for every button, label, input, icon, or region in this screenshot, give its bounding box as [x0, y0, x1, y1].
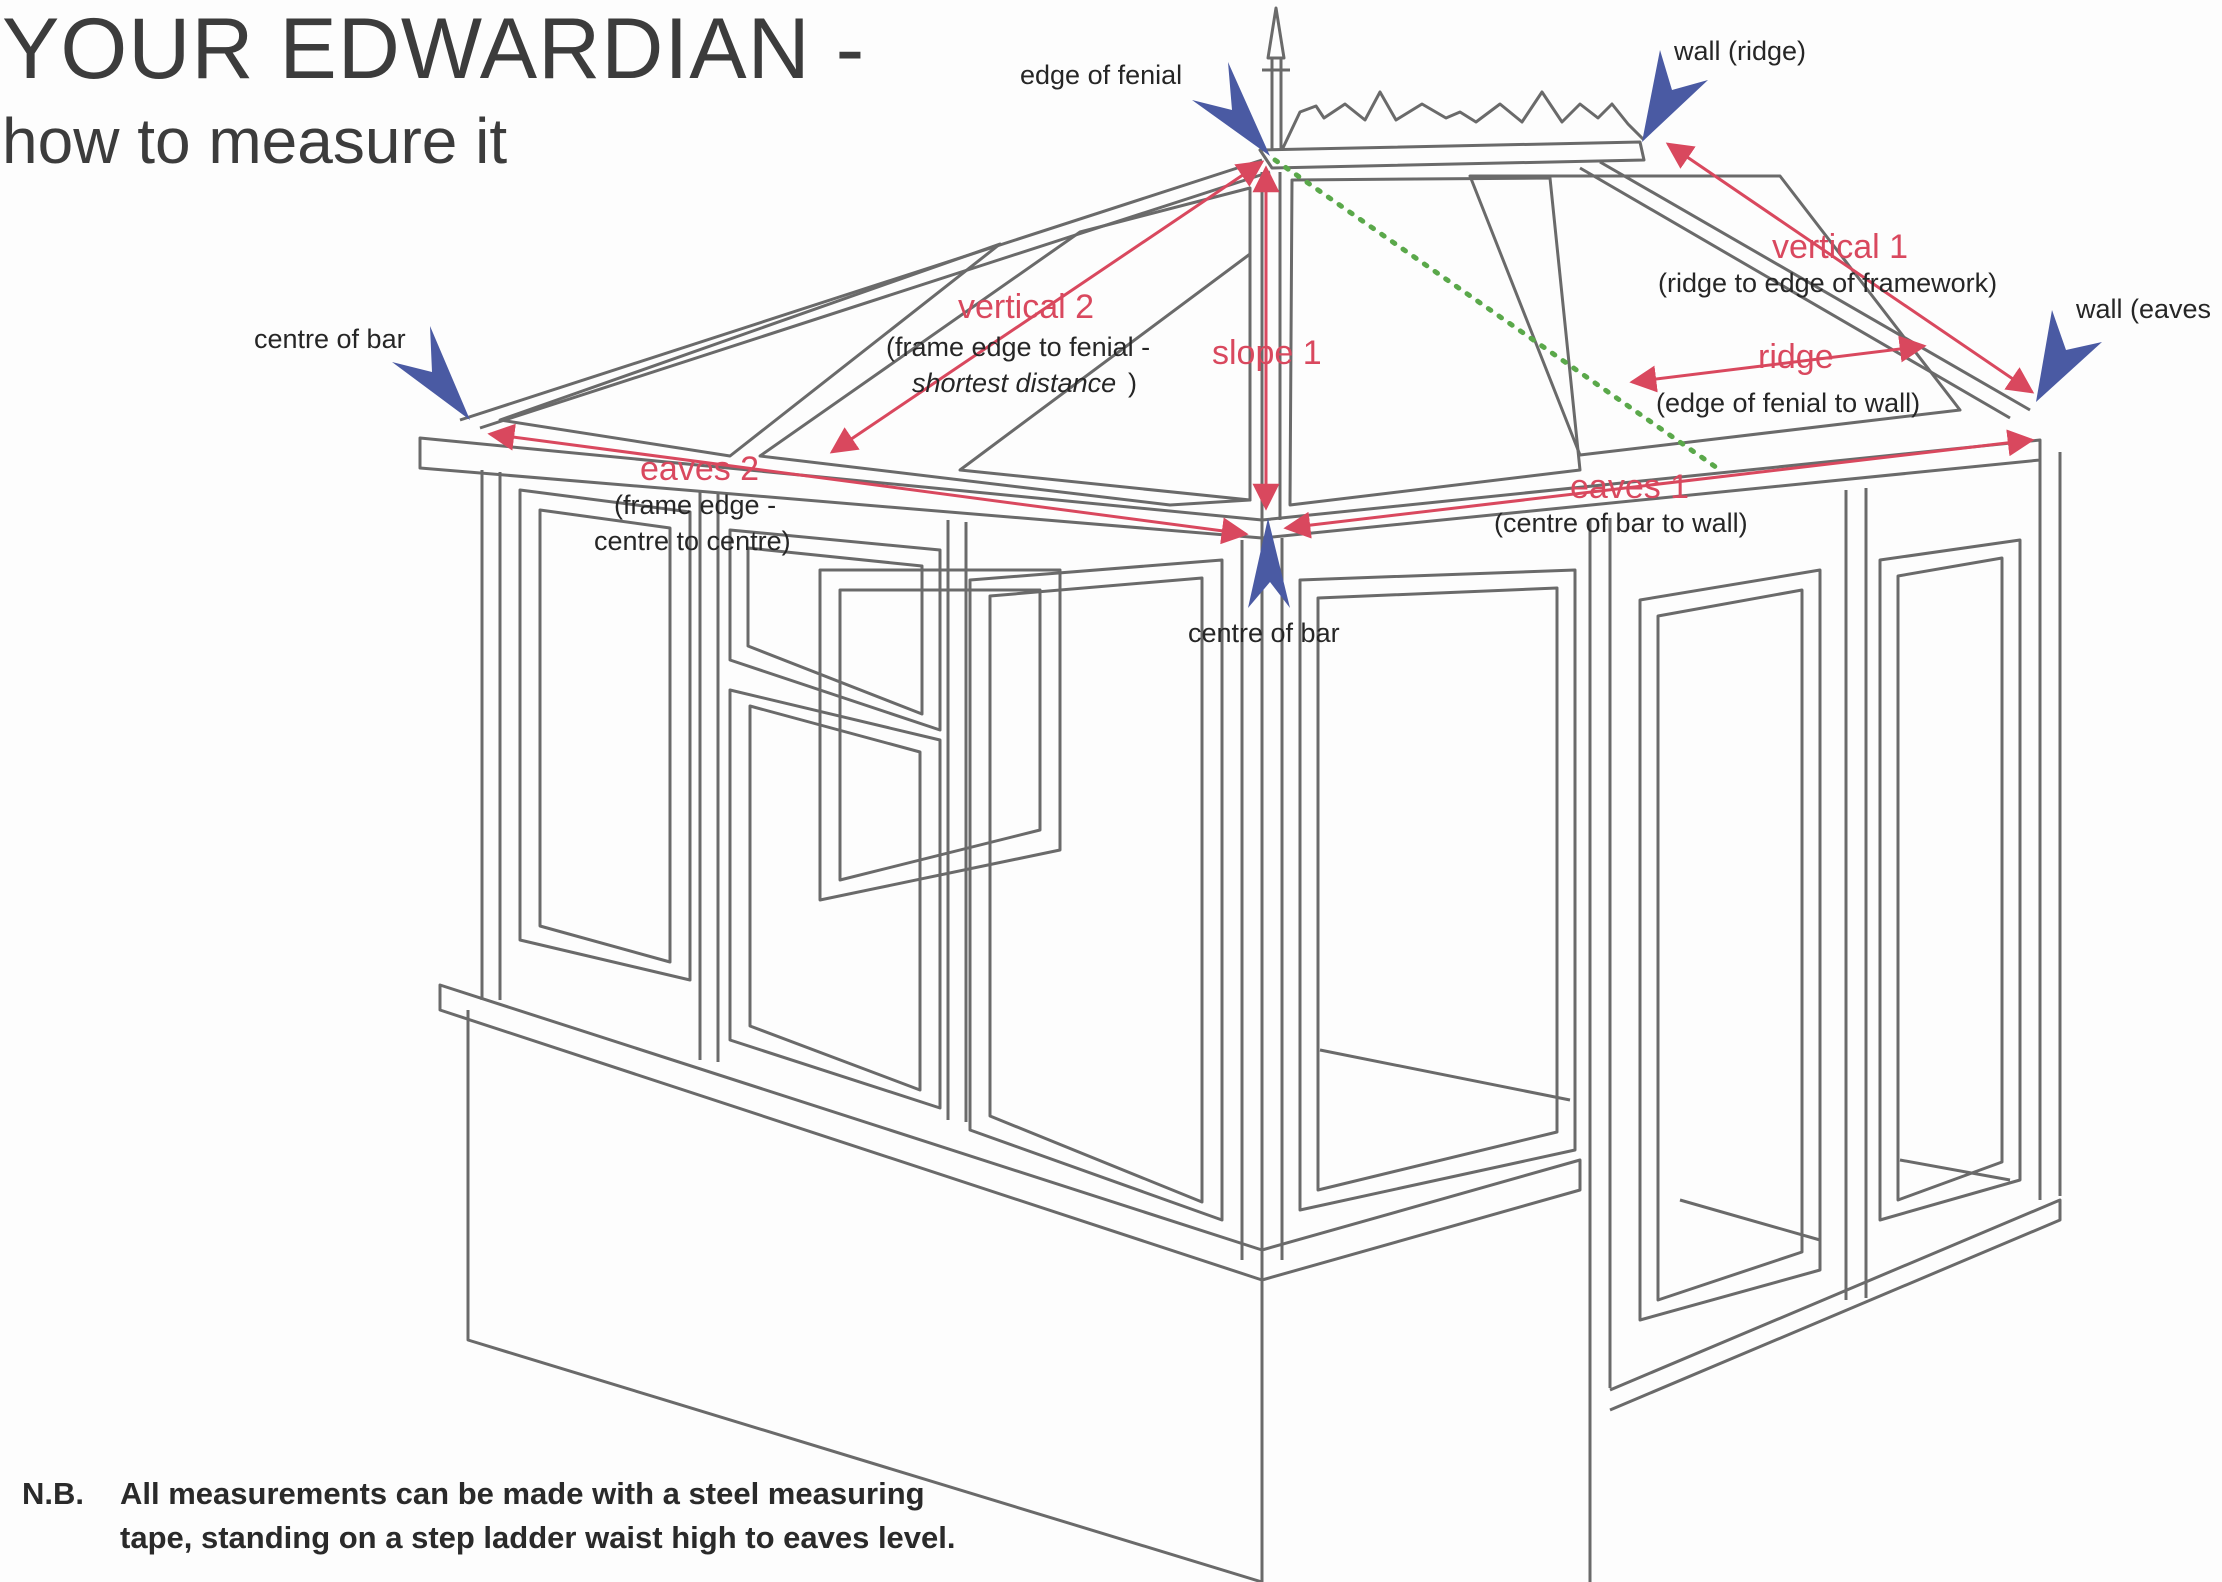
- floor-inside: [1319, 1048, 2011, 1242]
- finial: [1262, 6, 1290, 150]
- footnote-tag: N.B.: [22, 1476, 84, 1511]
- measurement-lines: [487, 142, 2035, 545]
- window-back-1: [818, 568, 1062, 902]
- window-left-3: [968, 558, 1224, 1222]
- window-left-top: [728, 528, 942, 732]
- wall-eaves-label: wall (eaves: [2075, 294, 2211, 324]
- vertical-2-note-close: ): [1128, 368, 1137, 398]
- diagonal-dotted-line: [1272, 157, 1723, 473]
- eaves-2-line: [487, 423, 1249, 545]
- measurement-labels: vertical 1 (ridge to edge of framework) …: [594, 228, 1997, 556]
- vertical-2-line: [829, 160, 1265, 454]
- edge-of-fenial-label: edge of fenial: [1020, 60, 1182, 90]
- eaves-2-label: eaves 2: [640, 450, 759, 488]
- ridge-label: ridge: [1758, 338, 1834, 376]
- wall-ridge-label: wall (ridge): [1673, 36, 1806, 66]
- vertical-1-label: vertical 1: [1772, 228, 1908, 266]
- eaves-1-note: (centre of bar to wall): [1494, 508, 1748, 538]
- window-front-1: [1298, 568, 1577, 1212]
- vertical-1-note: (ridge to edge of framework): [1658, 268, 1997, 298]
- centre-of-bar-left-label: centre of bar: [254, 324, 406, 354]
- eaves-1-line: [1283, 429, 2035, 539]
- page-title: YOUR EDWARDIAN -: [2, 1, 866, 97]
- ridge-line: [1629, 335, 1927, 393]
- wall-eaves-marker-icon: [2036, 310, 2102, 402]
- sill-right: [1609, 1198, 2062, 1412]
- hip-left: [459, 158, 1263, 422]
- vertical-2-note-line1: (frame edge to fenial -: [886, 332, 1150, 362]
- post-left: [480, 470, 502, 1000]
- vertical-2-label: vertical 2: [958, 288, 1094, 326]
- footnote-line-2: tape, standing on a step ladder waist hi…: [120, 1520, 956, 1555]
- centre-of-bar-front-label: centre of bar: [1188, 618, 1340, 648]
- slope-1-label: slope 1: [1212, 334, 1322, 372]
- footnote-line-1: All measurements can be made with a stee…: [120, 1476, 925, 1511]
- markers: [392, 50, 2102, 608]
- ridge: [1258, 140, 1646, 170]
- door-right: [1638, 568, 1822, 1322]
- hip-left-2: [479, 170, 1271, 430]
- dwarf-wall-left: [466, 1010, 1263, 1582]
- post-mid-left-2: [946, 520, 968, 1122]
- vertical-2-note-line2: shortest distance: [912, 368, 1116, 398]
- sill-front: [1261, 1158, 1582, 1282]
- post-front-corner: [1240, 538, 1284, 1260]
- edge-of-fenial-marker-icon: [1192, 62, 1270, 156]
- window-left-2: [728, 688, 942, 1110]
- centre-of-bar-left-marker-icon: [392, 326, 470, 420]
- post-right: [2038, 452, 2062, 1200]
- window-left-1: [518, 488, 692, 982]
- post-mid-right-2: [1844, 488, 1868, 1300]
- eaves-1-label: eaves 1: [1570, 468, 1689, 506]
- ridge-note: (edge of fenial to wall): [1656, 388, 1920, 418]
- eaves-2-note-line2: centre to centre): [594, 526, 791, 556]
- page-subtitle: how to measure it: [2, 105, 508, 177]
- wall-ridge-marker-icon: [1642, 50, 1708, 142]
- vertical-1-line: [1665, 142, 2035, 394]
- post-mid-right: [1588, 518, 1612, 1390]
- centre-of-bar-front-marker-icon: [1248, 518, 1290, 608]
- eaves-2-note-line1: (frame edge -: [614, 490, 776, 520]
- ridge-cresting: [1280, 90, 1646, 151]
- window-right-2: [1878, 538, 2022, 1222]
- post-mid-left: [698, 490, 720, 1062]
- marker-labels: edge of fenial wall (ridge) wall (eaves …: [254, 36, 2211, 648]
- sill-left: [438, 983, 1264, 1282]
